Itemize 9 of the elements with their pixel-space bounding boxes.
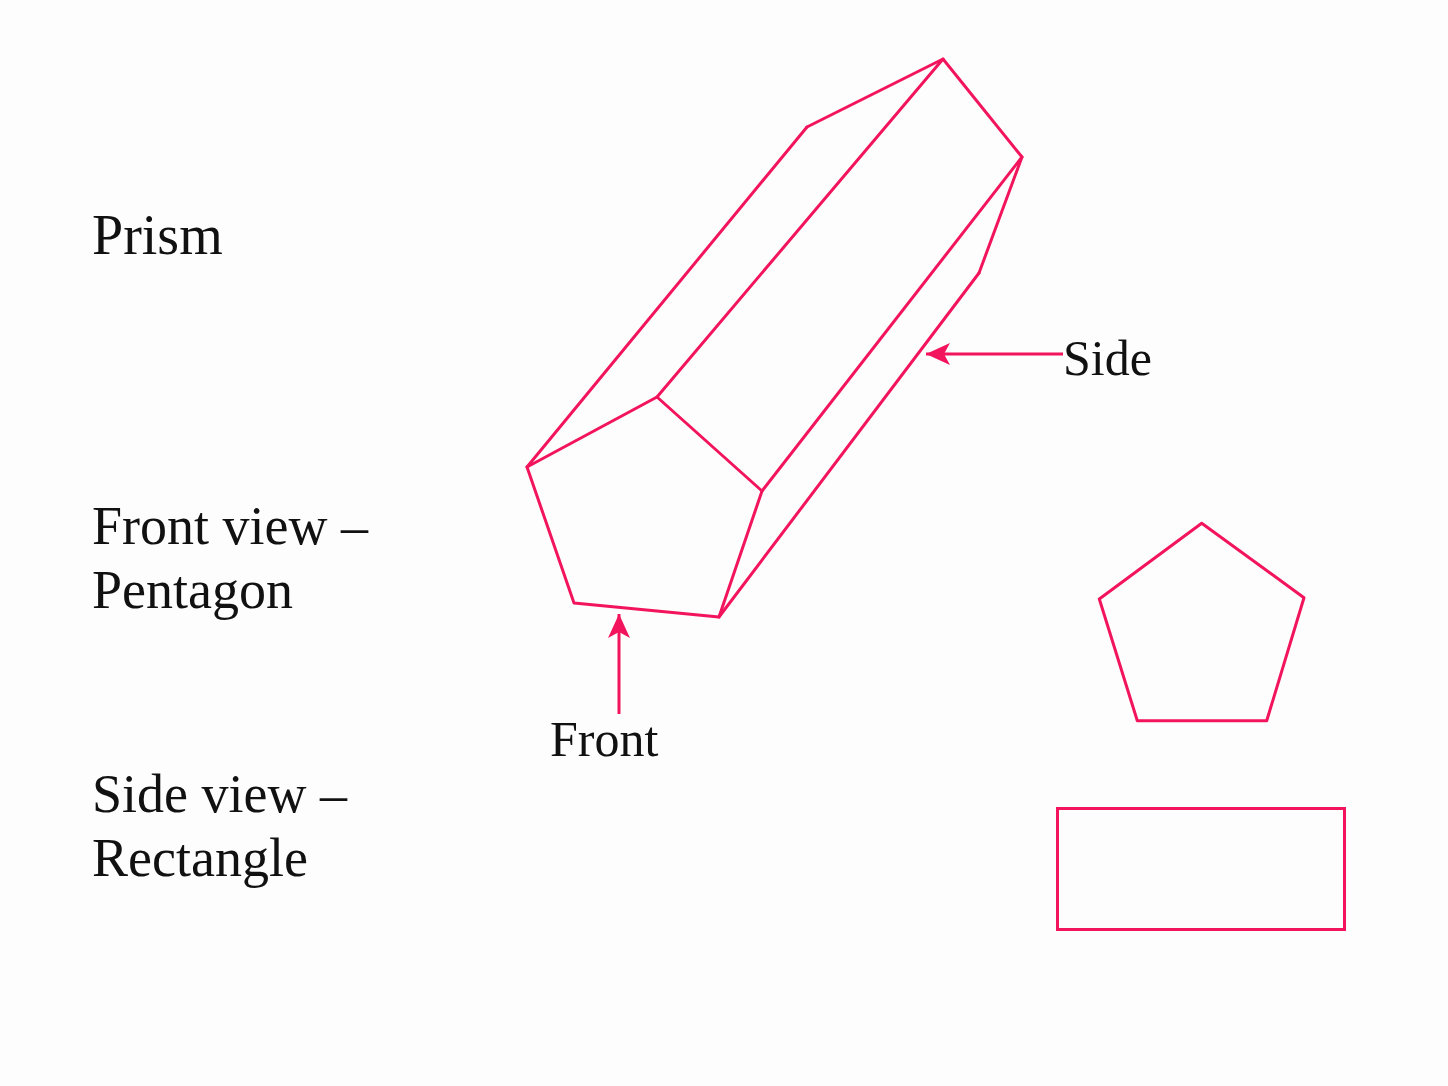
arrow bbox=[926, 343, 1063, 365]
callout-label: Side bbox=[1063, 333, 1152, 383]
rectangle-outline bbox=[1056, 807, 1346, 931]
arrow bbox=[608, 614, 630, 714]
callout-label: Front bbox=[550, 714, 659, 764]
label-text: Front view – Pentagon bbox=[92, 495, 370, 622]
label-text: Side view – Rectangle bbox=[92, 763, 349, 890]
label-text: Prism bbox=[92, 203, 223, 267]
pentagon-outline bbox=[1096, 519, 1308, 725]
